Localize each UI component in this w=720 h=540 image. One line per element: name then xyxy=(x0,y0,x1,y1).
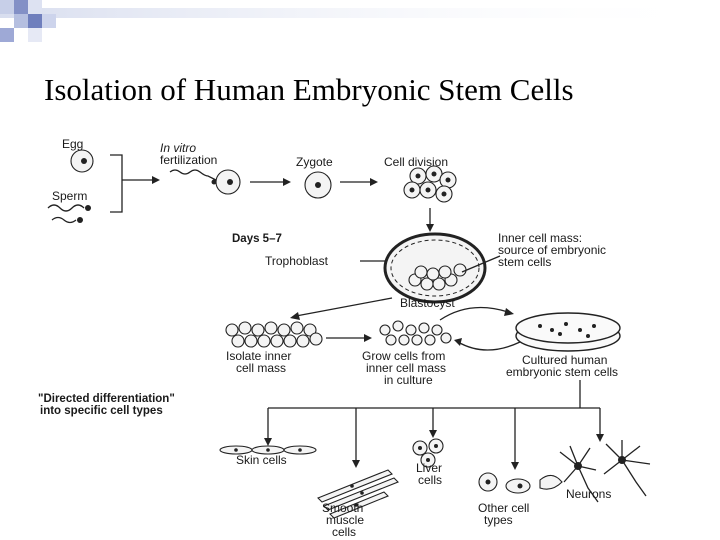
stem-cell-diagram: Egg Sperm In vitro fertilization Zygote … xyxy=(38,137,651,539)
label-smooth-1: Smooth xyxy=(322,501,363,515)
label-other-2: types xyxy=(484,513,513,527)
petri-dish-icon xyxy=(515,312,621,352)
label-neurons: Neurons xyxy=(566,487,611,501)
icm-pointer xyxy=(461,255,501,273)
label-directed-2: into specific cell types xyxy=(40,405,163,417)
label-liver-2: cells xyxy=(418,473,442,487)
blastocyst-icon xyxy=(383,232,487,304)
label-grow-3: in culture xyxy=(384,373,433,387)
arrow-to-dish xyxy=(439,306,509,321)
label-blastocyst: Blastocyst xyxy=(400,296,455,310)
sperm-icons xyxy=(47,204,91,224)
label-isolate-2: cell mass xyxy=(236,361,286,375)
corner-decoration xyxy=(0,0,720,42)
label-grow-2: inner cell mass xyxy=(366,361,446,375)
label-liver-1: Liver xyxy=(416,461,442,475)
other-cells-icon xyxy=(478,472,563,494)
label-sperm: Sperm xyxy=(52,189,87,203)
slide-title: Isolation of Human Embryonic Stem Cells xyxy=(44,72,574,107)
label-icm-3: stem cells xyxy=(498,255,551,269)
label-directed-1: "Directed differentiation" xyxy=(38,393,175,405)
ivf-egg-icon xyxy=(169,169,241,195)
label-cultured-2: embryonic stem cells xyxy=(506,365,618,379)
label-grow-1: Grow cells from xyxy=(362,349,445,363)
cell-division-cluster xyxy=(403,165,457,203)
label-ivf-1: In vitro xyxy=(160,141,196,155)
arrow-from-dish xyxy=(457,341,521,351)
growing-cells-icon xyxy=(379,320,452,346)
label-days: Days 5–7 xyxy=(232,233,282,245)
label-trophoblast: Trophoblast xyxy=(265,254,329,268)
liver-cells-icon xyxy=(412,438,444,468)
label-smooth-2: muscle xyxy=(326,513,364,527)
arrow-to-isolate xyxy=(295,297,393,317)
inner-cell-mass-icon xyxy=(225,321,323,348)
label-ivf-2: fertilization xyxy=(160,153,217,167)
label-icm-2: source of embryonic xyxy=(498,243,606,257)
label-other-1: Other cell xyxy=(478,501,529,515)
label-cultured-1: Cultured human xyxy=(522,353,607,367)
bracket xyxy=(110,154,123,213)
neurons-icon xyxy=(559,440,651,503)
label-zygote: Zygote xyxy=(296,155,333,169)
label-smooth-3: cells xyxy=(332,525,356,539)
label-egg: Egg xyxy=(62,137,83,151)
egg-cell xyxy=(70,149,94,173)
label-cell-division: Cell division xyxy=(384,155,448,169)
label-isolate-1: Isolate inner xyxy=(226,349,291,363)
zygote-cell xyxy=(304,171,332,199)
label-skin: Skin cells xyxy=(236,453,287,467)
label-icm-1: Inner cell mass: xyxy=(498,231,582,245)
skin-cells-icon xyxy=(219,445,317,455)
smooth-muscle-icon xyxy=(317,469,399,519)
